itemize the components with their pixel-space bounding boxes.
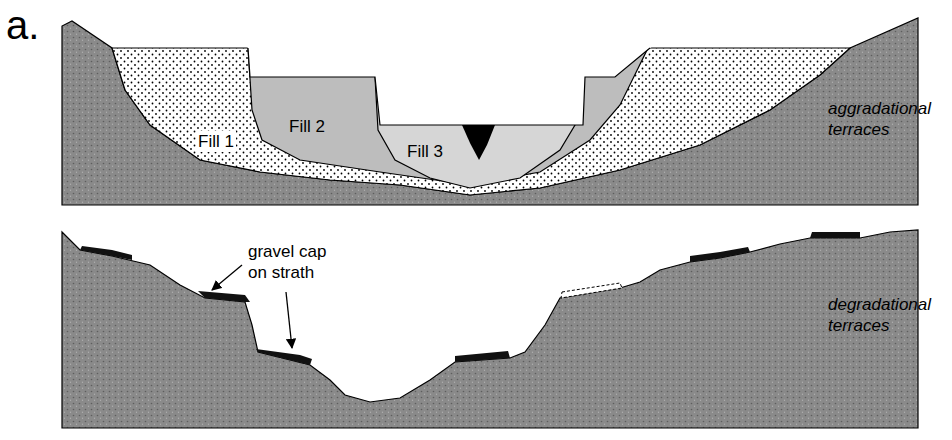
leader-arrow [286, 292, 292, 348]
bedrock [62, 230, 918, 428]
gravel-cap [561, 283, 622, 298]
fill-label: Fill 3 [405, 141, 445, 162]
valley-air [244, 44, 656, 125]
bedrock [62, 18, 918, 205]
fill-label: Fill 1 [196, 131, 236, 152]
terrace-surface [248, 48, 650, 125]
fill-label: Fill 2 [287, 116, 327, 137]
gravel-cap [80, 246, 132, 260]
panel-caption: aggradational terraces [828, 98, 944, 141]
panel-letter: a. [6, 0, 39, 50]
gravel-cap [256, 349, 312, 365]
gravel-cap [690, 247, 750, 262]
leader-arrow [212, 265, 242, 290]
river-channel [462, 125, 495, 160]
callout-label: gravel cap on strath [248, 241, 343, 284]
gravel-cap [198, 291, 250, 302]
gravel-cap [455, 351, 510, 362]
panel-caption: degradational terraces [828, 294, 944, 337]
gravel-cap [810, 232, 860, 238]
